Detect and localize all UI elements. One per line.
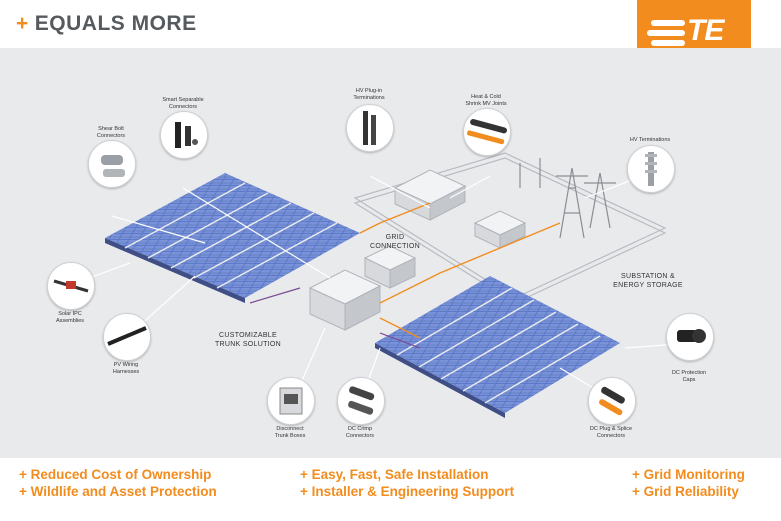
callout-dc-crimp-line2: Connectors [345, 432, 375, 439]
callout-hv-terminations: HV Terminations [625, 137, 675, 144]
solar-field-left [105, 173, 360, 303]
callout-disconnect-line1: Disconnect [276, 426, 304, 432]
callout-hv-plugin-line2: Terminations [353, 94, 385, 101]
pv-wiring-harness-icon [103, 313, 151, 361]
callout-disconnect: Disconnect Trunk Boxes [265, 426, 315, 439]
callout-hv-terminations-line1: HV Terminations [629, 137, 671, 143]
label-grid-line2: CONNECTION [369, 243, 421, 250]
label-substation-line1: SUBSTATION & [621, 273, 675, 280]
callout-heat-cold-line2: Shrink MV Joints [465, 100, 507, 107]
feature-grid-monitoring: + Grid Monitoring [632, 467, 745, 482]
callout-solar-ipc: Solar IPC Assemblies [45, 311, 95, 324]
smart-separable-connector-icon [160, 111, 208, 159]
feature-reduced-cost: + Reduced Cost of Ownership [19, 467, 212, 482]
label-trunk-line1: CUSTOMIZABLE [219, 332, 277, 339]
callout-dc-protection-line2: Caps [682, 376, 696, 383]
callout-hv-plugin: HV Plug-in Terminations [344, 88, 394, 101]
callout-heat-cold-line1: Heat & Cold [471, 94, 501, 100]
callout-disconnect-line2: Trunk Boxes [274, 432, 306, 439]
te-logo-swoosh-icon [647, 20, 685, 46]
headline-text: EQUALS MORE [34, 12, 197, 35]
feature-installer-support: + Installer & Engineering Support [300, 484, 515, 499]
hv-plugin-termination-icon [346, 104, 394, 152]
label-trunk-line2: TRUNK SOLUTION [214, 341, 282, 348]
callout-dc-crimp-line1: DC Crimp [347, 426, 373, 432]
callout-shear-bolt-line1: Shear Bolt [98, 126, 124, 132]
callout-dc-plug-line2: Connectors [596, 432, 626, 439]
callout-heat-cold: Heat & Cold Shrink MV Joints [458, 94, 514, 107]
label-substation-line2: ENERGY STORAGE [613, 282, 683, 289]
transmission-tower [519, 158, 616, 239]
callout-dc-protection: DC Protection Caps [664, 370, 714, 383]
callout-pv-wiring: PV Wiring Harnesses [101, 362, 151, 375]
callout-dc-protection-line1: DC Protection [671, 370, 707, 376]
callout-dc-plug-line1: DC Plug & Splice [589, 426, 633, 432]
label-trunk-solution: CUSTOMIZABLE TRUNK SOLUTION [208, 331, 288, 349]
solar-field-right [375, 276, 620, 418]
inverter-station [308, 245, 417, 331]
solar-ipc-assembly-icon [47, 262, 95, 310]
cable-routes-purple [249, 287, 421, 349]
dc-protection-cap-icon [666, 313, 714, 361]
callout-pv-wiring-line1: PV Wiring [113, 362, 139, 368]
callout-shear-bolt: Shear Bolt Connectors [88, 126, 134, 139]
heat-cold-shrink-joint-icon [463, 108, 511, 156]
label-grid-connection: GRID CONNECTION [360, 233, 430, 251]
headline-plus: + [16, 12, 29, 35]
label-substation: SUBSTATION & ENERGY STORAGE [608, 272, 688, 290]
feature-wildlife-protection: + Wildlife and Asset Protection [19, 484, 217, 499]
hv-termination-icon [627, 145, 675, 193]
callout-solar-ipc-line1: Solar IPC [58, 311, 82, 317]
headline: +EQUALS MORE [16, 12, 197, 36]
callout-smart-separable-line1: Smart Separable [162, 97, 204, 103]
dc-plug-splice-connector-icon [588, 377, 636, 425]
feature-easy-install: + Easy, Fast, Safe Installation [300, 467, 489, 482]
feature-grid-reliability: + Grid Reliability [632, 484, 739, 499]
shear-bolt-connector-icon [88, 140, 136, 188]
callout-smart-separable: Smart Separable Connectors [155, 97, 211, 110]
dc-crimp-connector-icon [337, 377, 385, 425]
callout-pv-wiring-line2: Harnesses [112, 368, 140, 375]
callout-hv-plugin-line1: HV Plug-in [355, 88, 383, 94]
label-grid-line1: GRID [385, 234, 405, 241]
callout-shear-bolt-line2: Connectors [96, 132, 126, 139]
cable-routes [359, 202, 561, 339]
callout-dc-crimp: DC Crimp Connectors [335, 426, 385, 439]
features-bar: + Reduced Cost of Ownership + Wildlife a… [0, 458, 781, 521]
callout-solar-ipc-line2: Assemblies [55, 317, 85, 324]
logo-mark: TE [687, 14, 724, 47]
callout-smart-separable-line2: Connectors [168, 103, 198, 110]
callout-dc-plug: DC Plug & Splice Connectors [580, 426, 642, 439]
disconnect-trunk-box-icon [267, 377, 315, 425]
